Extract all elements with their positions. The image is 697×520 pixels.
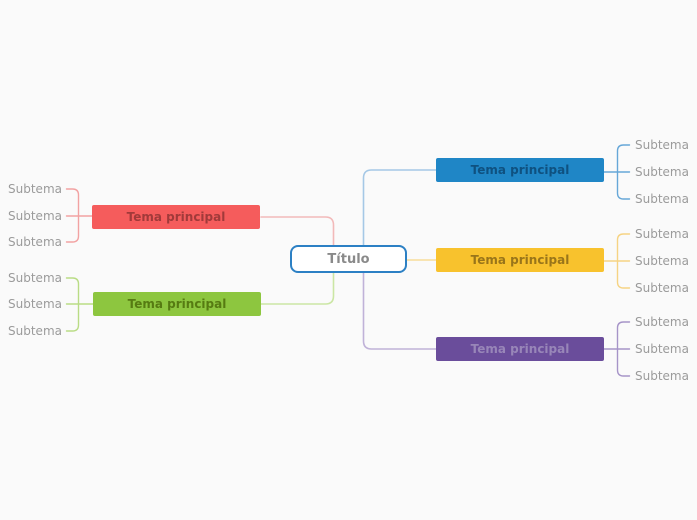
trunk-connector-green [260,272,335,305]
subtopic-label[interactable]: Subtema [635,342,689,356]
subtopic-connector [65,188,80,217]
subtopic-label[interactable]: Subtema [635,138,689,152]
main-topic-node-blue[interactable]: Tema principal [436,158,604,182]
trunk-connector-purple [362,272,437,350]
root-topic-node[interactable]: Título [290,245,407,273]
subtopic-label[interactable]: Subtema [635,165,689,179]
trunk-connectors [260,169,437,350]
main-topic-node-yellow[interactable]: Tema principal [436,248,604,272]
subtopic-connector [616,260,631,289]
trunk-connector-red [260,216,335,246]
subtopic-label[interactable]: Subtema [8,271,62,285]
subtopic-connector [65,303,80,332]
branch-connectors-blue [603,144,631,200]
subtopic-connector [616,348,631,377]
subtopic-connector [65,277,80,305]
trunk-connector-blue [362,169,437,246]
subtopic-connector [616,144,631,173]
branch-connectors-green [65,277,94,332]
main-topic-node-red[interactable]: Tema principal [92,205,260,229]
main-topic-node-purple[interactable]: Tema principal [436,337,604,361]
subtopic-label[interactable]: Subtema [8,235,62,249]
subtopic-label[interactable]: Subtema [8,182,62,196]
subtopic-label[interactable]: Subtema [635,281,689,295]
subtopic-label[interactable]: Subtema [8,324,62,338]
subtopic-label[interactable]: Subtema [635,254,689,268]
branch-connectors-purple [603,321,631,377]
branch-connectors-red [65,188,93,243]
subtopic-label[interactable]: Subtema [635,369,689,383]
subtopic-connector [65,215,80,243]
subtopic-connector [616,321,631,350]
subtopic-label[interactable]: Subtema [8,209,62,223]
subtopic-label[interactable]: Subtema [635,192,689,206]
subtopic-label[interactable]: Subtema [635,315,689,329]
subtopic-connector [616,233,631,262]
subtopic-connector [616,171,631,200]
subtopic-label[interactable]: Subtema [8,297,62,311]
subtopic-label[interactable]: Subtema [635,227,689,241]
branch-connectors-yellow [603,233,631,289]
main-topic-node-green[interactable]: Tema principal [93,292,261,316]
